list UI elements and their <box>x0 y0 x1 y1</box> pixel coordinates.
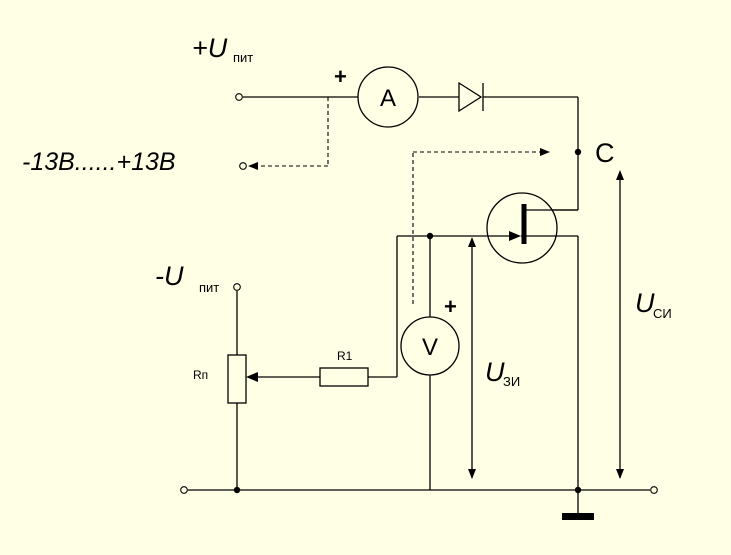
supply-neg-sub: пит <box>199 280 219 295</box>
ammeter-symbol <box>357 66 419 128</box>
supply-pos-label: +U <box>192 33 228 63</box>
voltmeter-symbol <box>400 316 460 376</box>
uzi-sub: ЗИ <box>503 374 520 389</box>
potentiometer-rp <box>227 291 320 490</box>
terminal-range <box>239 162 247 170</box>
node-bottom-rp <box>233 486 241 494</box>
transistor-symbol <box>430 192 578 264</box>
supply-pos-sub: пит <box>233 50 253 65</box>
uzi-label: U <box>485 357 505 387</box>
ammeter-plus: + <box>334 64 347 89</box>
terminal-neg-supply <box>233 283 241 291</box>
gate-node <box>426 232 434 240</box>
terminal-bottom-left <box>180 486 188 494</box>
ammeter-label: A <box>380 85 396 112</box>
node-bottom-source <box>574 486 582 494</box>
diode-symbol <box>458 81 484 113</box>
dashed-control-lines <box>248 97 550 304</box>
usi-label: U <box>635 288 655 318</box>
gate-source-wires <box>368 235 579 490</box>
voltmeter-plus: + <box>444 294 457 319</box>
supply-neg-label: -U <box>155 261 184 291</box>
ground-wire <box>188 489 650 520</box>
r1-label: R1 <box>337 349 353 363</box>
rp-label: Rп <box>193 368 208 382</box>
drain-label: C <box>595 138 615 168</box>
usi-sub: СИ <box>653 306 672 321</box>
terminal-bottom-right <box>650 486 658 494</box>
resistor-r1 <box>319 367 369 387</box>
range-label: -13В......+13В <box>22 148 176 176</box>
voltmeter-label: V <box>422 334 438 361</box>
drain-node <box>574 148 582 156</box>
terminal-pos-supply <box>235 93 243 101</box>
